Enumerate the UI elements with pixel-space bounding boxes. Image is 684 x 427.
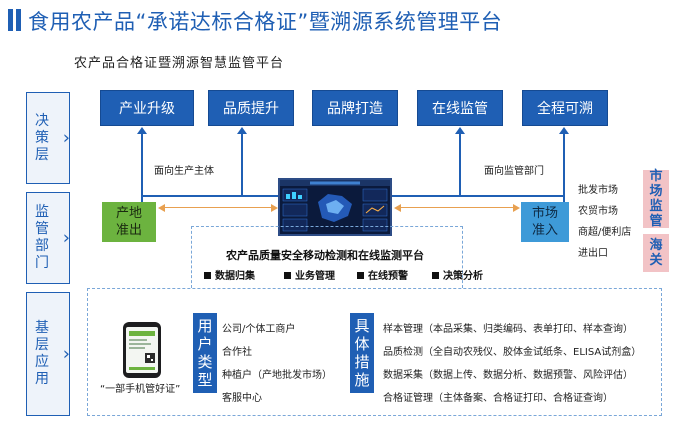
chevron-right-icon: › <box>62 343 70 365</box>
connector-line <box>563 134 565 202</box>
connector-line <box>392 195 565 197</box>
market-item: 农贸市场 <box>578 206 618 217</box>
connector-line <box>459 134 461 196</box>
origin-line-1: 产地 <box>115 206 142 221</box>
arrow-up-icon <box>137 127 147 134</box>
feature-label: 决策分析 <box>443 271 483 282</box>
label-market-supervision: 市场监管 <box>643 169 669 229</box>
connector-line <box>241 195 278 197</box>
phone-image <box>123 322 161 378</box>
platform-title: 农产品质量安全移动检测和在线监测平台 <box>226 249 424 262</box>
page-title: 食用农产品“承诺达标合格证”暨溯源系统管理平台 <box>28 10 503 34</box>
arrow-left-icon <box>394 204 401 212</box>
chevron-right-icon: › <box>62 127 70 149</box>
measure-item: 样本管理（本品采集、归类编码、表单打印、样本查询） <box>383 324 633 335</box>
feature-data-collection: 数据归集 <box>204 267 255 282</box>
arrow-right-icon <box>271 204 278 212</box>
double-arrow-line <box>164 207 272 208</box>
square-bullet-icon <box>284 272 291 279</box>
platform-frame <box>191 226 463 288</box>
note-production: 面向生产主体 <box>154 166 214 177</box>
user-type-label-box: 用户类型 <box>193 313 217 393</box>
arrow-up-icon <box>237 127 247 134</box>
layer-base-label: 基层应用 <box>35 320 49 387</box>
layer-decision-label: 决策层 <box>35 112 49 163</box>
box-online-supervision: 在线监管 <box>417 90 503 126</box>
chevron-right-icon: › <box>62 227 70 249</box>
base-application-frame <box>87 288 662 416</box>
box-industry-upgrade: 产业升级 <box>100 90 194 126</box>
user-type-item: 客服中心 <box>222 393 262 404</box>
arrow-left-icon <box>158 204 165 212</box>
box-full-traceability: 全程可溯 <box>522 90 608 126</box>
measures-label-box: 具体措施 <box>350 313 374 393</box>
arrow-right-icon <box>513 204 520 212</box>
market-item: 批发市场 <box>578 185 618 196</box>
user-type-item: 合作社 <box>222 347 252 358</box>
feature-online-warning: 在线预警 <box>357 267 408 282</box>
layer-base: 基层应用 › <box>26 292 70 416</box>
square-bullet-icon <box>357 272 364 279</box>
market-item: 商超/便利店 <box>578 227 632 238</box>
user-type-item: 种植户（产地批发市场） <box>222 370 332 381</box>
box-origin-release: 产地 准出 <box>102 202 156 242</box>
layer-supervision-label: 监管部门 <box>35 204 49 271</box>
market-list: 批发市场 农贸市场 商超/便利店 进出口 <box>578 180 631 264</box>
arrow-up-icon <box>455 127 465 134</box>
layer-decision: 决策层 › <box>26 92 70 184</box>
layer-supervision: 监管部门 › <box>26 192 70 284</box>
box-quality-improve: 品质提升 <box>208 90 294 126</box>
connector-line <box>141 195 243 197</box>
phone-caption: “一部手机管好证” <box>100 384 181 395</box>
connector-line <box>141 134 143 202</box>
dashboard-screen-image <box>278 178 392 236</box>
box-market-access: 市场 准入 <box>521 202 569 242</box>
box-brand-building: 品牌打造 <box>312 90 398 126</box>
double-arrow-line <box>400 207 514 208</box>
title-accent-bar <box>8 9 13 31</box>
page-subtitle: 农产品合格证暨溯源智慧监管平台 <box>74 56 285 71</box>
measure-item: 合格证管理（主体备案、合格证打印、合格证查询） <box>383 393 613 404</box>
connector-line <box>241 134 243 196</box>
label-customs: 海关 <box>643 234 669 272</box>
title-accent-bar <box>16 9 21 31</box>
square-bullet-icon <box>432 272 439 279</box>
measures-label: 具体措施 <box>354 317 370 389</box>
square-bullet-icon <box>204 272 211 279</box>
label-market-supervision-text: 市场监管 <box>649 169 663 229</box>
market-line-1: 市场 <box>531 206 558 221</box>
market-line-2: 准入 <box>531 223 558 238</box>
origin-line-2: 准出 <box>115 223 142 238</box>
note-supervision: 面向监管部门 <box>484 166 544 177</box>
feature-label: 业务管理 <box>295 271 335 282</box>
feature-business-management: 业务管理 <box>284 267 335 282</box>
user-type-item: 公司/个体工商户 <box>222 324 296 335</box>
label-customs-text: 海关 <box>649 238 663 268</box>
measure-item: 数据采集（数据上传、数据分析、数据预警、风险评估） <box>383 370 633 381</box>
arrow-up-icon <box>559 127 569 134</box>
feature-decision-analysis: 决策分析 <box>432 267 483 282</box>
measure-item: 品质检测（全自动农残仪、胶体金试纸条、ELISA试剂盒） <box>383 347 642 358</box>
feature-label: 在线预警 <box>368 271 408 282</box>
market-item: 进出口 <box>578 248 608 259</box>
feature-label: 数据归集 <box>215 271 255 282</box>
user-type-label: 用户类型 <box>197 317 213 389</box>
